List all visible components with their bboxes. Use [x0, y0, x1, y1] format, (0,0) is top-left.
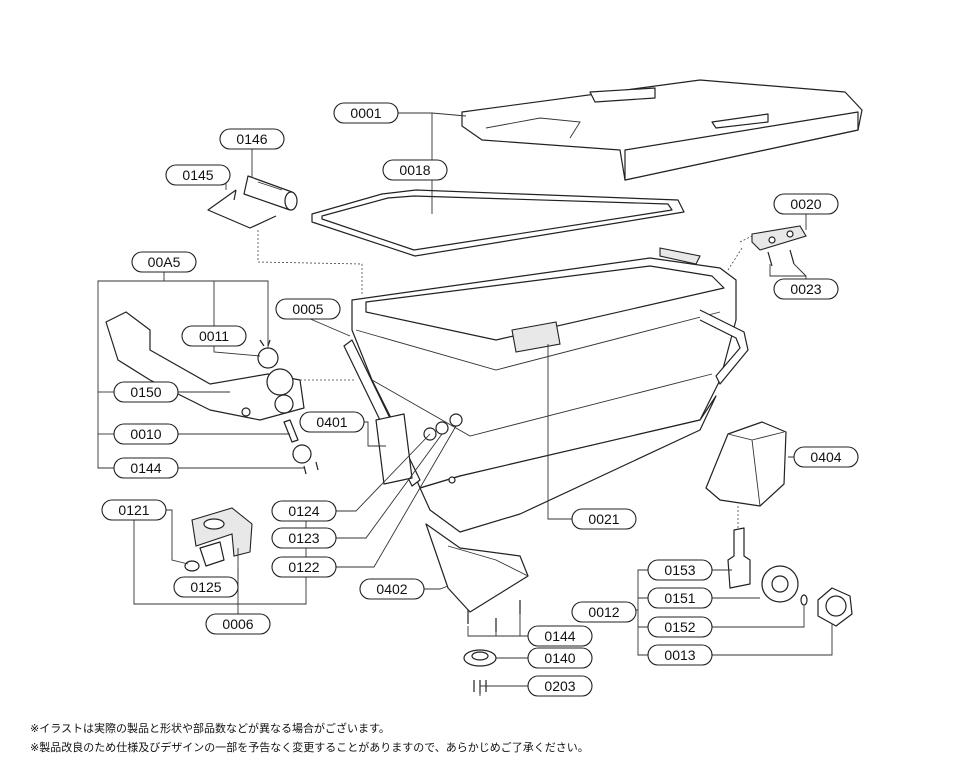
label-0123: 0123	[271, 527, 337, 549]
svg-text:0153: 0153	[664, 562, 695, 578]
label-0023: 0023	[773, 278, 839, 300]
label-0402: 0402	[359, 578, 425, 600]
svg-text:0011: 0011	[199, 328, 229, 344]
svg-text:0001: 0001	[350, 105, 381, 121]
label-0001: 0001	[333, 102, 399, 124]
footnotes: ※イラストは実際の製品と形状や部品数などが異なる場合がございます。 ※製品改良の…	[30, 719, 589, 757]
footnote-1: ※イラストは実際の製品と形状や部品数などが異なる場合がございます。	[30, 722, 390, 735]
svg-text:0404: 0404	[810, 449, 841, 465]
svg-text:0140: 0140	[544, 650, 575, 666]
label-0011: 0011	[181, 325, 247, 347]
svg-text:0012: 0012	[588, 604, 619, 620]
svg-text:0123: 0123	[288, 530, 319, 546]
hinge-part	[751, 225, 807, 251]
svg-text:0401: 0401	[316, 414, 347, 430]
svg-text:0125: 0125	[190, 579, 221, 595]
wheel-cover-part	[425, 523, 529, 613]
label-0144-handle: 0144	[113, 457, 179, 479]
svg-text:0402: 0402	[376, 581, 407, 597]
grip-part	[243, 175, 298, 211]
cooler-body	[343, 247, 749, 533]
svg-text:0146: 0146	[236, 131, 267, 147]
label-0145: 0145	[165, 164, 231, 186]
svg-text:00A5: 00A5	[148, 254, 181, 270]
wheel-housing-part	[705, 421, 787, 507]
cap-part-0140	[463, 649, 497, 667]
wire-handle-part	[207, 189, 277, 229]
svg-text:0121: 0121	[118, 502, 149, 518]
lid-part	[461, 79, 863, 181]
label-0152: 0152	[647, 616, 713, 638]
label-0150: 0150	[113, 381, 179, 403]
wheel-part	[727, 527, 853, 627]
label-0122: 0122	[271, 556, 337, 578]
label-0404: 0404	[793, 446, 859, 468]
svg-text:0122: 0122	[288, 559, 319, 575]
label-0124: 0124	[271, 500, 337, 522]
label-0125: 0125	[173, 576, 239, 598]
label-0005: 0005	[275, 298, 341, 320]
leader-lines	[97, 112, 836, 696]
svg-text:0145: 0145	[182, 167, 213, 183]
label-0018: 0018	[382, 159, 448, 181]
svg-text:0151: 0151	[664, 590, 695, 606]
label-0140: 0140	[527, 647, 593, 669]
label-0203: 0203	[527, 675, 593, 697]
svg-text:0023: 0023	[790, 281, 821, 297]
label-0012: 0012	[571, 601, 637, 623]
label-0021: 0021	[571, 508, 637, 530]
svg-text:0150: 0150	[130, 384, 161, 400]
svg-text:0203: 0203	[544, 678, 575, 694]
svg-text:0010: 0010	[130, 426, 161, 442]
label-0006: 0006	[205, 613, 271, 635]
drain-bracket-part	[184, 507, 253, 572]
label-0144-wheel: 0144	[527, 625, 593, 647]
svg-text:0124: 0124	[288, 503, 319, 519]
label-0151: 0151	[647, 587, 713, 609]
label-0010: 0010	[113, 423, 179, 445]
label-00A5: 00A5	[131, 251, 197, 273]
svg-text:0152: 0152	[664, 619, 695, 635]
label-0401: 0401	[299, 411, 365, 433]
label-0153: 0153	[647, 559, 713, 581]
screw-part-0023	[767, 249, 795, 267]
gasket-part	[311, 189, 685, 257]
svg-text:0144: 0144	[130, 460, 161, 476]
svg-text:0020: 0020	[790, 196, 821, 212]
svg-text:0144: 0144	[544, 628, 575, 644]
label-0013: 0013	[647, 644, 713, 666]
screw-part-0144	[467, 600, 521, 632]
label-0020: 0020	[773, 193, 839, 215]
svg-text:0005: 0005	[292, 301, 323, 317]
label-0121: 0121	[101, 499, 167, 521]
svg-text:0013: 0013	[664, 647, 695, 663]
label-0146: 0146	[219, 128, 285, 150]
svg-text:0018: 0018	[399, 162, 430, 178]
footnote-2: ※製品改良のため仕様及びデザインの一部を予告なく変更することがありますので、あら…	[30, 741, 589, 754]
svg-text:0021: 0021	[588, 511, 619, 527]
svg-text:0006: 0006	[222, 616, 253, 632]
